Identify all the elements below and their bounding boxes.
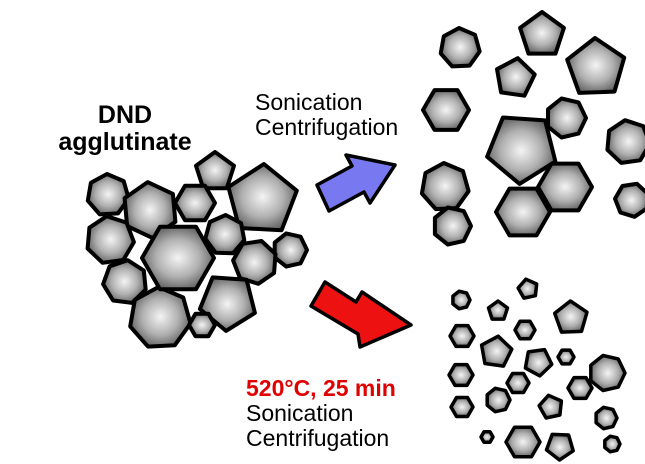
thermal-condition: 520°C, 25 min bbox=[246, 375, 396, 401]
agglutinate-particle bbox=[128, 285, 193, 349]
label-line-1: DND bbox=[97, 101, 153, 129]
agglutinate-particle bbox=[226, 162, 299, 233]
small-particle bbox=[566, 375, 594, 401]
dispersed-particle bbox=[495, 56, 537, 98]
agglutinate-particle bbox=[85, 172, 131, 217]
small-particle bbox=[552, 299, 589, 334]
small-particle bbox=[486, 299, 510, 321]
dispersed-particle bbox=[438, 26, 482, 69]
small-particle bbox=[505, 371, 531, 395]
small-particle bbox=[516, 277, 539, 300]
small-particle bbox=[485, 386, 512, 414]
dispersed-particle bbox=[546, 96, 588, 140]
agglutinate-particle bbox=[173, 183, 217, 223]
process-bottom: 520°C, 25 min Sonication Centrifugation bbox=[246, 376, 396, 450]
small-particle bbox=[479, 430, 495, 444]
dispersed-particle bbox=[419, 161, 471, 212]
dispersed-particle bbox=[432, 205, 473, 247]
small-particle bbox=[504, 425, 542, 459]
dispersed-particle bbox=[494, 186, 552, 238]
agglutinate-particle bbox=[231, 239, 278, 286]
dispersed-particle bbox=[613, 181, 645, 219]
process-step-centrifugation: Centrifugation bbox=[246, 424, 390, 451]
small-particle bbox=[523, 347, 554, 378]
small-particle bbox=[589, 353, 627, 393]
dispersed-particle bbox=[421, 88, 471, 132]
small-particle bbox=[448, 323, 476, 349]
process-step-sonication: Sonication bbox=[246, 399, 354, 426]
small-particle bbox=[556, 348, 576, 366]
agglutinate-particle bbox=[194, 150, 236, 191]
agglutinate-particle bbox=[203, 213, 247, 256]
agglutinate-particle bbox=[187, 311, 217, 339]
process-top: Sonication Centrifugation bbox=[255, 90, 398, 140]
agglutinate-particle bbox=[85, 214, 136, 265]
agglutinate-particle bbox=[101, 258, 148, 305]
small-particle bbox=[447, 362, 475, 388]
small-particle bbox=[537, 393, 564, 420]
small-particle bbox=[513, 319, 537, 341]
agglutinate-particle bbox=[140, 224, 216, 292]
small-particle bbox=[479, 334, 514, 368]
dispersed-particle bbox=[536, 161, 594, 213]
arrow-blue bbox=[315, 153, 397, 213]
small-particle bbox=[451, 289, 472, 311]
small-particle bbox=[449, 395, 475, 419]
small-particle bbox=[603, 434, 622, 454]
agglutinate-particle bbox=[272, 231, 309, 269]
label-line-2: agglutinate bbox=[58, 128, 192, 156]
dispersed-particle bbox=[518, 10, 566, 56]
agglutinate-label: DND agglutinate bbox=[50, 102, 200, 156]
dispersed-particle bbox=[565, 36, 627, 95]
dispersed-particle bbox=[605, 118, 645, 165]
dispersed-large-particles bbox=[419, 10, 645, 247]
agglutinate-cluster bbox=[85, 150, 309, 349]
arrow-red bbox=[309, 280, 413, 349]
dispersed-small-particles bbox=[447, 277, 627, 462]
small-particle bbox=[544, 432, 575, 462]
process-step-centrifugation: Centrifugation bbox=[255, 113, 399, 140]
process-step-sonication: Sonication bbox=[255, 89, 363, 115]
small-particle bbox=[594, 405, 619, 431]
dispersed-particle bbox=[485, 115, 558, 186]
